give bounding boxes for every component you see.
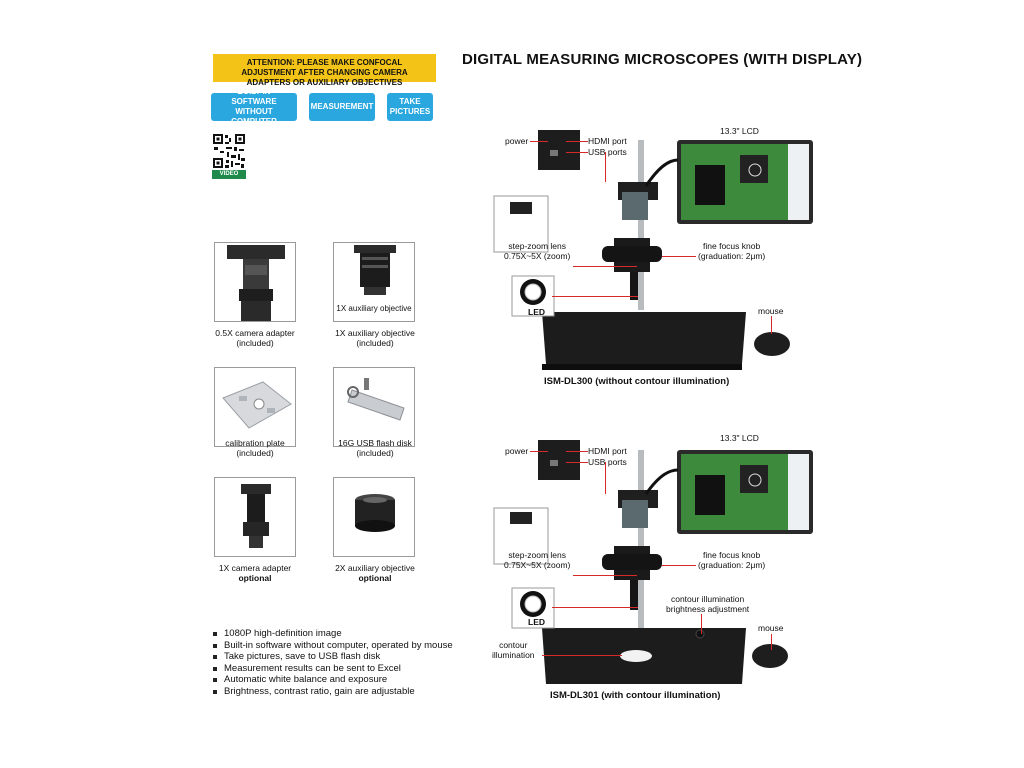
accessory-image-camera-adapter-1x	[214, 477, 296, 557]
feature-list: 1080P high-definition image Built-in sof…	[212, 628, 453, 697]
objective-inner-label: 1X auxiliary objective	[336, 304, 412, 313]
label-lcd: 13.3" LCD	[720, 126, 759, 136]
camera-adapter-icon	[227, 245, 285, 321]
label-led: LED	[528, 307, 545, 317]
label-hdmi-port: HDMI port	[588, 446, 627, 456]
label-lcd: 13.3" LCD	[720, 433, 759, 443]
label-usb-ports: USB ports	[588, 457, 627, 467]
qr-video-label: VIDEO	[212, 170, 246, 179]
list-item: Measurement results can be sent to Excel	[212, 663, 453, 675]
attention-banner: ATTENTION: PLEASE MAKE CONFOCAL ADJUSTME…	[213, 54, 436, 87]
page-title: DIGITAL MEASURING MICROSCOPES (WITH DISP…	[462, 51, 863, 68]
microscope-illustration	[493, 440, 813, 684]
accessory-image-aux-objective-2x	[333, 477, 415, 557]
usb-disk-icon	[347, 378, 405, 421]
label-power: power	[505, 446, 529, 456]
label-mouse: mouse	[758, 623, 784, 633]
label-usb-ports: USB ports	[588, 147, 627, 157]
objective-icon	[354, 245, 396, 295]
list-item: 1080P high-definition image	[212, 628, 453, 640]
accessory-caption: calibration plate(included)	[225, 438, 285, 458]
badge-builtin-software: BUILT-IN SOFTWARE WITHOUT COMPUTER	[211, 87, 297, 126]
accessory-image-aux-objective-1x: 1X auxiliary objective	[333, 242, 415, 322]
qr-code-icon	[212, 133, 246, 170]
label-mouse: mouse	[758, 306, 784, 316]
list-item: Brightness, contrast ratio, gain are adj…	[212, 686, 453, 698]
label-fine-focus: fine focus knob(graduation: 2μm)	[698, 550, 766, 570]
label-fine-focus: fine focus knob(graduation: 2μm)	[698, 241, 766, 261]
label-power: power	[505, 136, 529, 146]
accessory-caption: 0.5X camera adapter(included)	[215, 328, 295, 348]
list-item: Built-in software without computer, oper…	[212, 640, 453, 652]
badge-take-pictures: TAKE PICTURES	[387, 93, 433, 121]
label-hdmi-port: HDMI port	[588, 136, 627, 146]
list-item: Take pictures, save to USB flash disk	[212, 651, 453, 663]
accessory-caption: 1X auxiliary objective(included)	[335, 328, 415, 348]
label-led: LED	[528, 617, 545, 627]
accessory-caption: 16G USB flash disk(included)	[338, 438, 412, 458]
camera-adapter-1x-icon	[241, 484, 271, 548]
microscope-illustration	[493, 130, 813, 370]
microscope-diagram-dl301	[490, 432, 820, 692]
model-name-dl300: ISM-DL300 (without contour illumination)	[544, 376, 730, 387]
qr-code[interactable]: VIDEO	[212, 133, 246, 179]
calibration-plate-icon	[222, 381, 292, 429]
accessory-image-camera-adapter-05x	[214, 242, 296, 322]
list-item: Automatic white balance and exposure	[212, 674, 453, 686]
model-name-dl301: ISM-DL301 (with contour illumination)	[550, 690, 721, 701]
objective-2x-icon	[355, 494, 395, 532]
badge-measurement: MEASUREMENT	[309, 93, 375, 121]
accessory-image-usb-disk	[333, 367, 415, 447]
accessory-image-calibration-plate	[214, 367, 296, 447]
microscope-diagram-dl300	[490, 120, 820, 390]
